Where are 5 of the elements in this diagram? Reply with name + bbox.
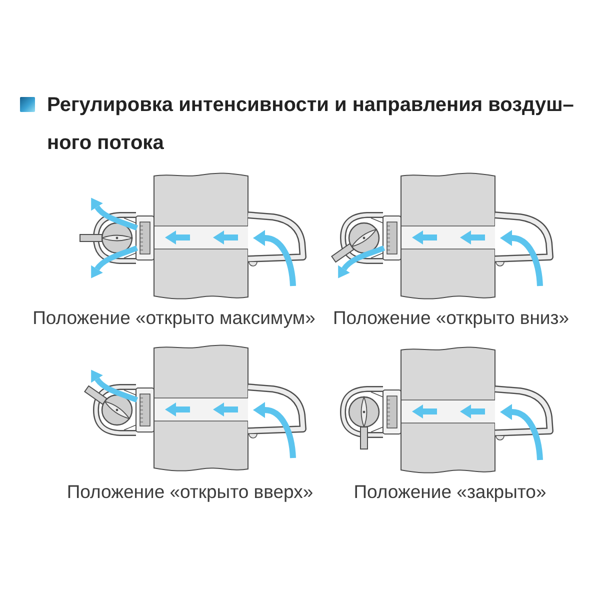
caption: Положение «открыто вниз»: [332, 307, 570, 329]
caption: Положение «открыто максимум»: [32, 307, 316, 329]
caption: Положение «открыто вверх»: [66, 481, 314, 503]
caption: Положение «закрыто»: [354, 481, 546, 503]
heading: Регулировка интенсивности и направления воздуш– ного потока: [47, 93, 575, 156]
